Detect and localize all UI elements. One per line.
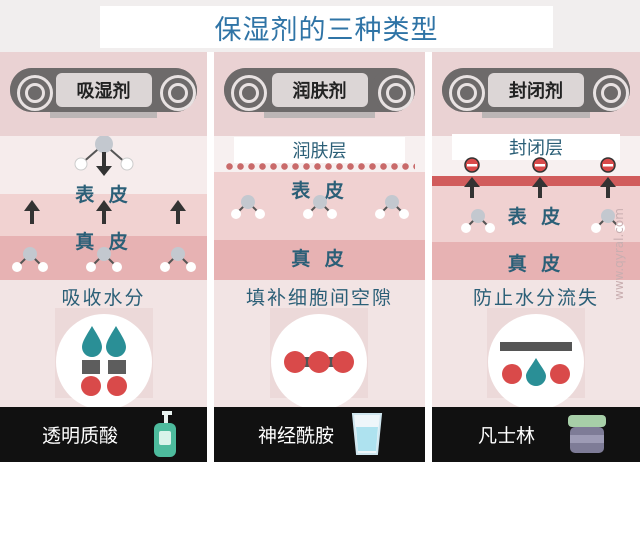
roller-wheel-icon (224, 68, 268, 112)
roller-base (482, 112, 590, 118)
roller-bar: 吸湿剂 (10, 68, 197, 112)
example-footer: 神经酰胺 (214, 407, 425, 462)
example-label: 神经酰胺 (258, 425, 335, 447)
dermis-label: 真 皮 (507, 253, 565, 275)
roller-bar: 封闭剂 (442, 68, 630, 112)
water-molecule-icon (231, 195, 409, 219)
roller-wheel-icon (153, 68, 197, 112)
roller-base (50, 112, 157, 118)
epidermis-label: 表 皮 (507, 206, 565, 228)
roller-wheel-icon (442, 68, 486, 112)
dermis-layer (432, 242, 640, 280)
occlusive-barrier-icon (500, 342, 572, 386)
up-arrow-icon (24, 152, 186, 224)
illustration-badge (56, 314, 152, 410)
type-label: 润肤剂 (271, 73, 368, 107)
roller-wheel-icon (371, 68, 415, 112)
water-molecule-icon (12, 247, 196, 272)
roller-bar: 润肤剂 (224, 68, 415, 112)
no-entry-icon (464, 157, 616, 173)
illustration-badge (488, 314, 584, 410)
occlusive-seal (432, 176, 640, 186)
water-molecule-icon (461, 209, 625, 233)
occlusive-column: 封闭剂 封闭层 表 皮 真 皮 防止水分流失 (432, 52, 640, 462)
water-molecule-icon (74, 136, 134, 171)
dermis-label: 真 皮 (291, 248, 348, 270)
type-label: 吸湿剂 (55, 73, 152, 107)
page-title: 保湿剂的三种类型 (100, 6, 553, 48)
type-label: 封闭剂 (488, 73, 584, 107)
example-label: 透明质酸 (42, 425, 119, 447)
humectant-binding-icon (81, 326, 127, 396)
lipid-chain-icon (284, 351, 354, 373)
humectant-column: 吸湿剂 表 皮 真 皮 吸收水分 (0, 52, 207, 462)
blocked-evaporation-diagram (461, 157, 625, 233)
roller-wheel-icon (10, 68, 54, 112)
emollient-film (224, 162, 415, 171)
cup-icon (351, 413, 383, 455)
benefit-label: 填补细胞间空隙 (245, 287, 393, 309)
illustration-badge (271, 314, 367, 410)
film-label: 封闭层 (452, 134, 620, 160)
pump-bottle-icon (154, 411, 176, 457)
example-label: 凡士林 (478, 425, 536, 447)
emollient-column: 润肤剂 润肤层 表 皮 真 皮 填补细胞间空隙 神经酰胺 (214, 52, 425, 462)
jar-icon (568, 415, 606, 453)
example-footer: 凡士林 (432, 407, 640, 462)
dermis-layer (214, 240, 425, 280)
film-label: 润肤层 (234, 137, 405, 163)
dermis-label: 真 皮 (75, 231, 132, 253)
epidermis-label: 表 皮 (291, 180, 348, 202)
watermark: www.qyral.com (612, 208, 626, 300)
epidermis-label: 表 皮 (75, 184, 132, 206)
roller-base (264, 112, 375, 118)
roller-wheel-icon (586, 68, 630, 112)
up-arrow-icon (464, 177, 616, 198)
water-molecules-diagram (231, 195, 409, 219)
benefit-label: 吸收水分 (61, 287, 146, 309)
water-absorption-diagram (12, 136, 196, 272)
example-footer: 透明质酸 (0, 407, 207, 462)
benefit-label: 防止水分流失 (472, 287, 599, 309)
